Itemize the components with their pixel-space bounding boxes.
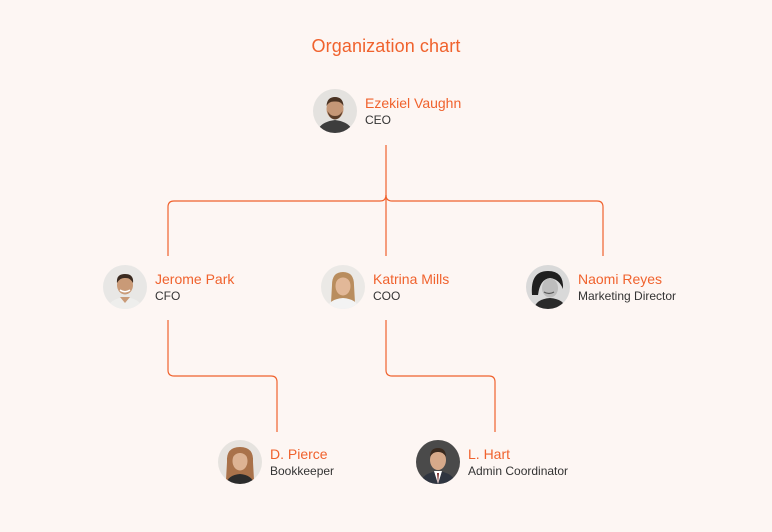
person-card-coo[interactable]: Katrina Mills COO [321, 265, 449, 309]
person-name: Jerome Park [155, 271, 235, 287]
avatar-katrina-mills [321, 265, 365, 309]
person-role: COO [373, 289, 401, 303]
person-name: Naomi Reyes [578, 271, 663, 287]
person-card-ceo[interactable]: Ezekiel Vaughn CEO [313, 89, 461, 133]
person-card-marketing-director[interactable]: Naomi Reyes Marketing Director [526, 265, 676, 309]
avatar-jerome-park [103, 265, 147, 309]
avatar-ezekiel-vaughn [313, 89, 357, 133]
person-name: L. Hart [468, 446, 511, 462]
avatar-d-pierce [218, 440, 262, 484]
person-card-cfo[interactable]: Jerome Park CFO [103, 265, 234, 309]
person-card-bookkeeper[interactable]: D. Pierce Bookkeeper [218, 440, 334, 484]
person-role: Admin Coordinator [468, 464, 569, 478]
connector-cfo-to-bookkeeper [167, 320, 278, 432]
avatar-naomi-reyes [526, 265, 570, 309]
person-card-admin-coordinator[interactable]: L. Hart Admin Coordinator [416, 440, 568, 484]
person-name: D. Pierce [270, 446, 328, 462]
person-role: Bookkeeper [270, 464, 335, 478]
person-role: CFO [155, 289, 181, 303]
connector-coo-to-admin [385, 320, 496, 432]
avatar-l-hart [416, 440, 460, 484]
person-role: CEO [365, 113, 392, 127]
connector-ceo-to-cfo [167, 145, 387, 256]
connector-ceo-to-marketing [385, 194, 604, 256]
person-role: Marketing Director [578, 289, 677, 303]
chart-title: Organization chart [311, 36, 461, 56]
person-name: Katrina Mills [373, 271, 450, 287]
person-name: Ezekiel Vaughn [365, 95, 462, 111]
